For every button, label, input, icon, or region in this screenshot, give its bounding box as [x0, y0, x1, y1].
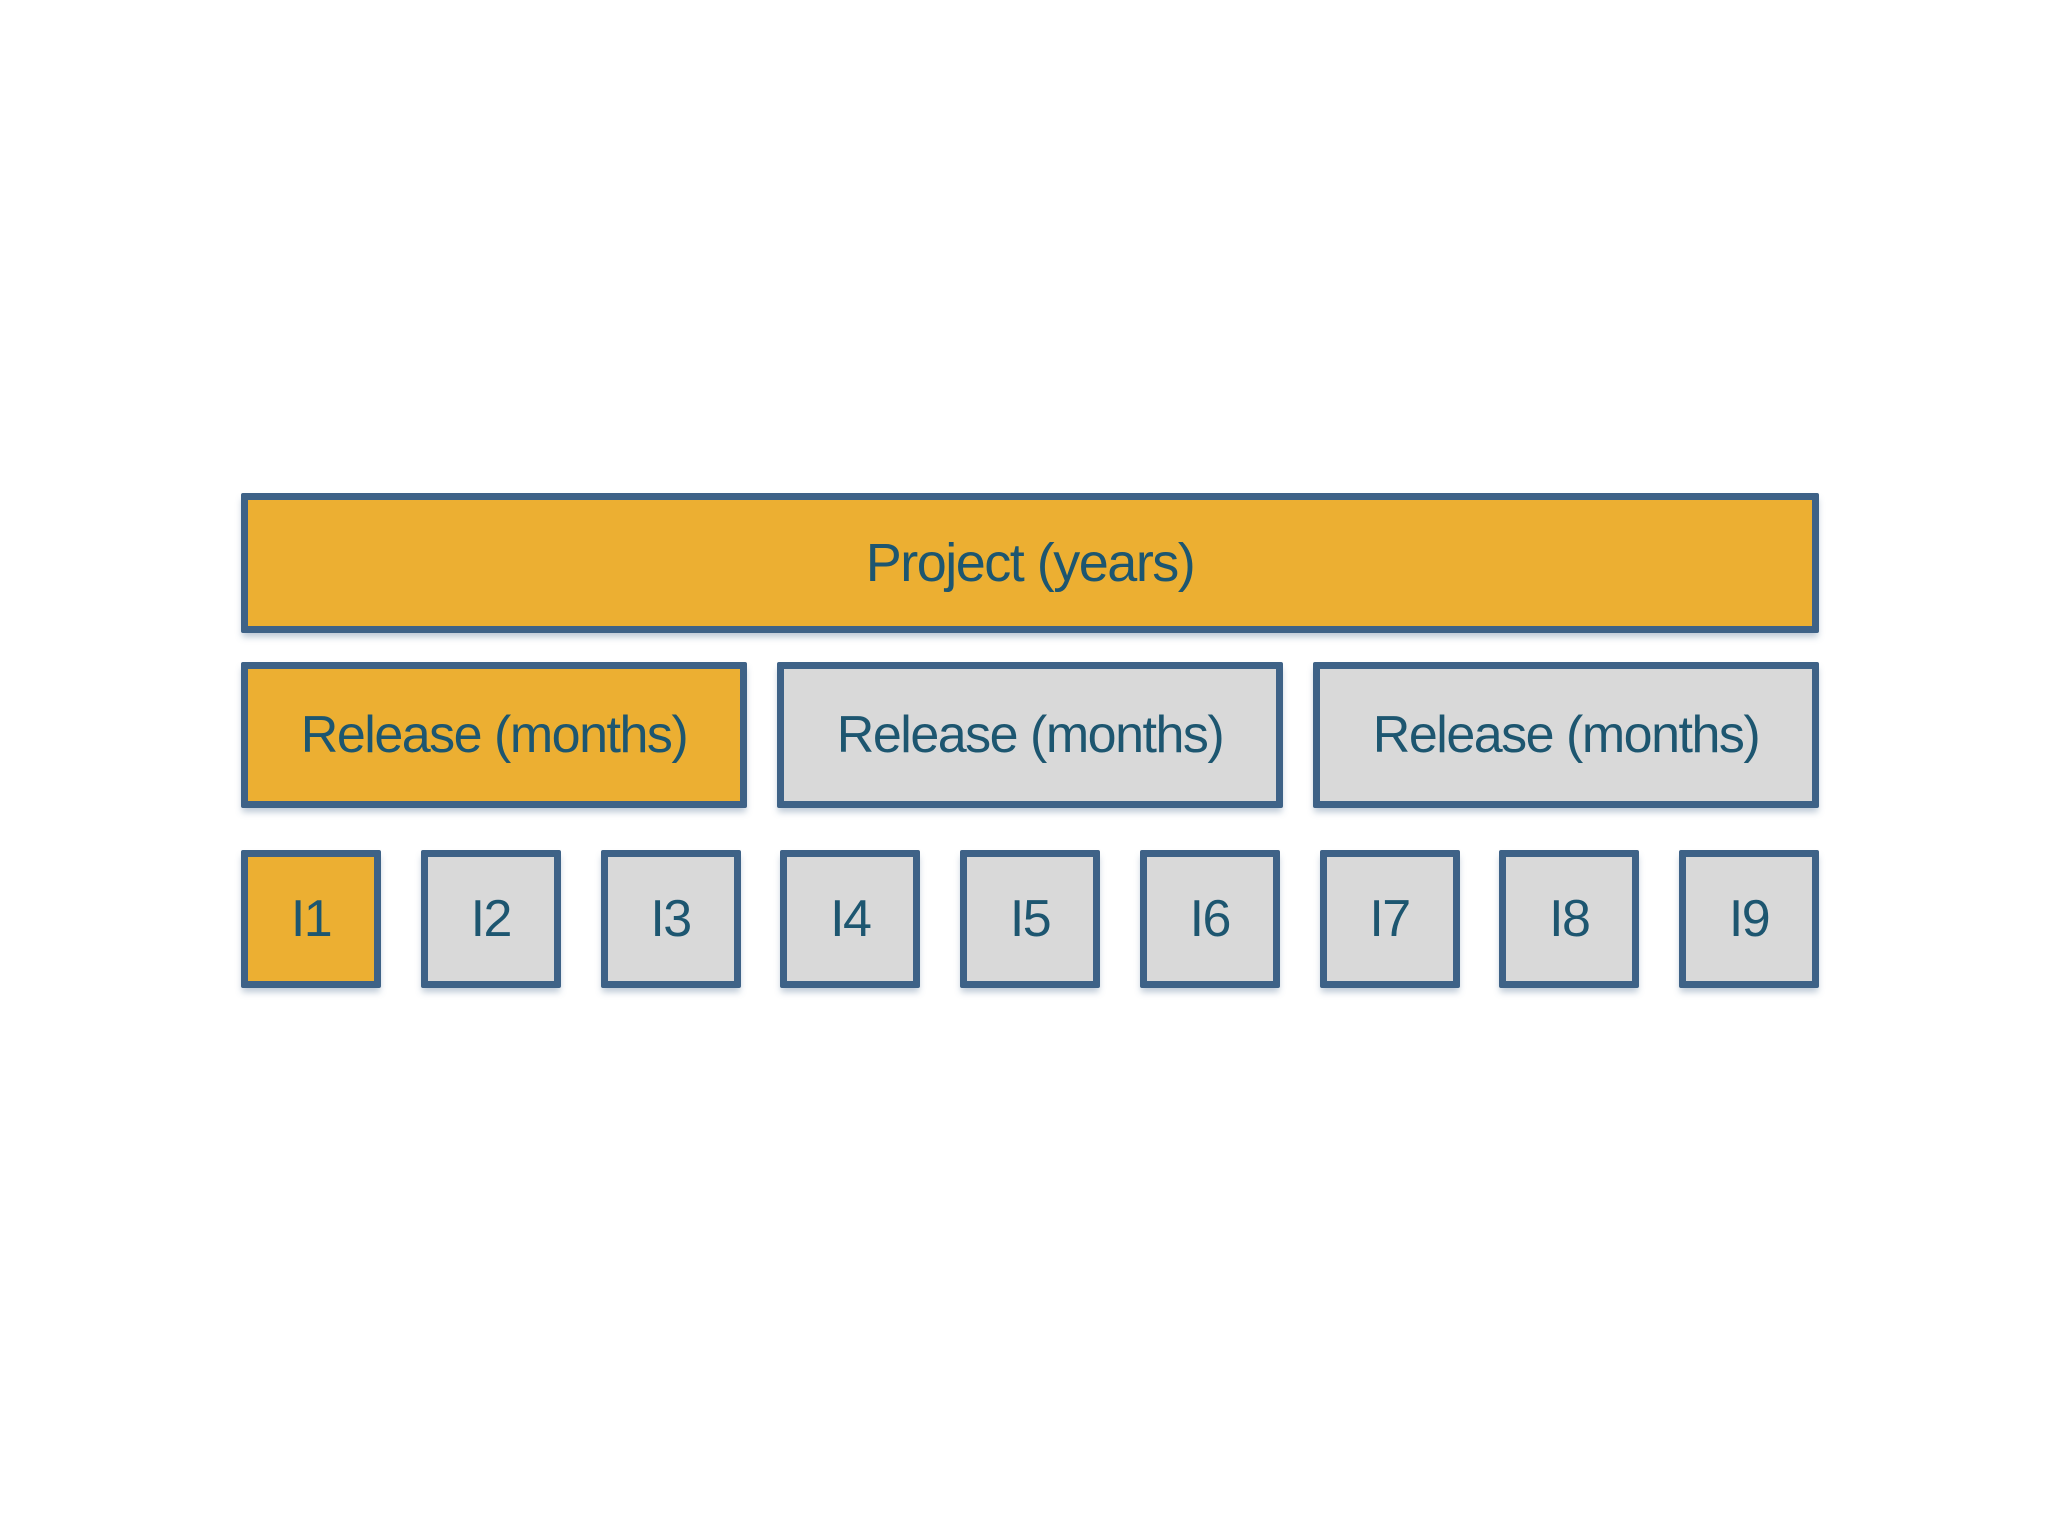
- iteration-box-i7-label: I7: [1369, 890, 1411, 948]
- releases-row: Release (months) Release (months) Releas…: [241, 662, 1819, 808]
- iteration-box-i8-label: I8: [1549, 890, 1591, 948]
- release-box-2: Release (months): [777, 662, 1283, 808]
- release-box-1: Release (months): [241, 662, 747, 808]
- iteration-box-i8: I8: [1499, 850, 1640, 988]
- release-box-1-label: Release (months): [300, 706, 689, 764]
- iteration-box-i1-label: I1: [290, 890, 333, 948]
- iteration-box-i3-label: I3: [650, 890, 692, 948]
- iteration-box-i5-label: I5: [1009, 890, 1052, 948]
- release-box-3: Release (months): [1313, 662, 1819, 808]
- iteration-box-i4-label: I4: [830, 890, 872, 948]
- iteration-box-i9-label: I9: [1728, 890, 1771, 948]
- iteration-box-i7: I7: [1319, 850, 1460, 988]
- iteration-box-i2-label: I2: [470, 890, 513, 948]
- iteration-box-i5: I5: [960, 850, 1100, 988]
- iteration-box-i9: I9: [1679, 850, 1819, 988]
- iteration-box-i3: I3: [600, 850, 741, 988]
- iteration-box-i2: I2: [420, 850, 561, 988]
- iterations-row: I1 I2 I3 I4 I5 I6 I7 I8 I9: [241, 850, 1819, 988]
- iteration-box-i6-label: I6: [1189, 890, 1232, 948]
- iteration-box-i4: I4: [780, 850, 921, 988]
- project-bar: Project (years): [241, 493, 1819, 633]
- release-box-2-label: Release (months): [836, 706, 1225, 764]
- release-box-3-label: Release (months): [1372, 706, 1761, 764]
- project-bar-label: Project (years): [865, 533, 1196, 593]
- iteration-box-i1: I1: [241, 850, 381, 988]
- iteration-box-i6: I6: [1139, 850, 1280, 988]
